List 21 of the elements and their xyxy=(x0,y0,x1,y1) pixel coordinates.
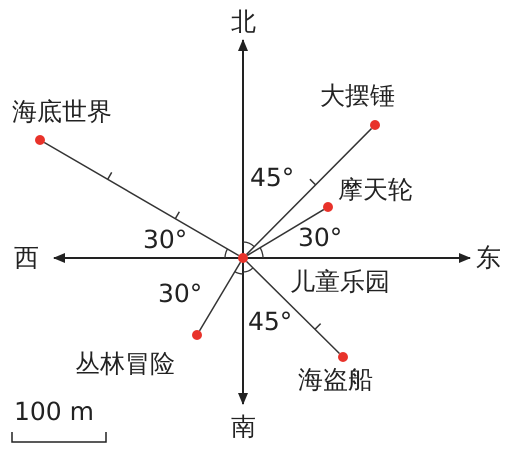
direction-label: 北 xyxy=(231,8,256,36)
place-name: 大摆锤 xyxy=(320,82,395,110)
angle-label: 30° xyxy=(298,224,342,252)
direction-label: 西 xyxy=(14,244,39,272)
direction-label: 东 xyxy=(476,244,501,272)
angle-label: 30° xyxy=(143,226,188,254)
connector-line xyxy=(198,262,242,332)
connector-line xyxy=(246,128,372,255)
place-name: 儿童乐园 xyxy=(290,268,390,296)
place-name: 摩天轮 xyxy=(338,176,413,204)
place-name: 丛林冒险 xyxy=(75,350,175,378)
angle-label: 45° xyxy=(248,308,292,336)
connector-line xyxy=(246,260,340,354)
scale-label: 100 m xyxy=(14,398,94,426)
connector-line xyxy=(44,142,240,256)
angle-label: 45° xyxy=(250,164,294,192)
place-name: 海底世界 xyxy=(12,98,112,126)
angle-label: 30° xyxy=(158,280,202,308)
place-name: 海盗船 xyxy=(298,366,373,394)
direction-label: 南 xyxy=(231,413,256,441)
connector-line xyxy=(246,208,324,256)
